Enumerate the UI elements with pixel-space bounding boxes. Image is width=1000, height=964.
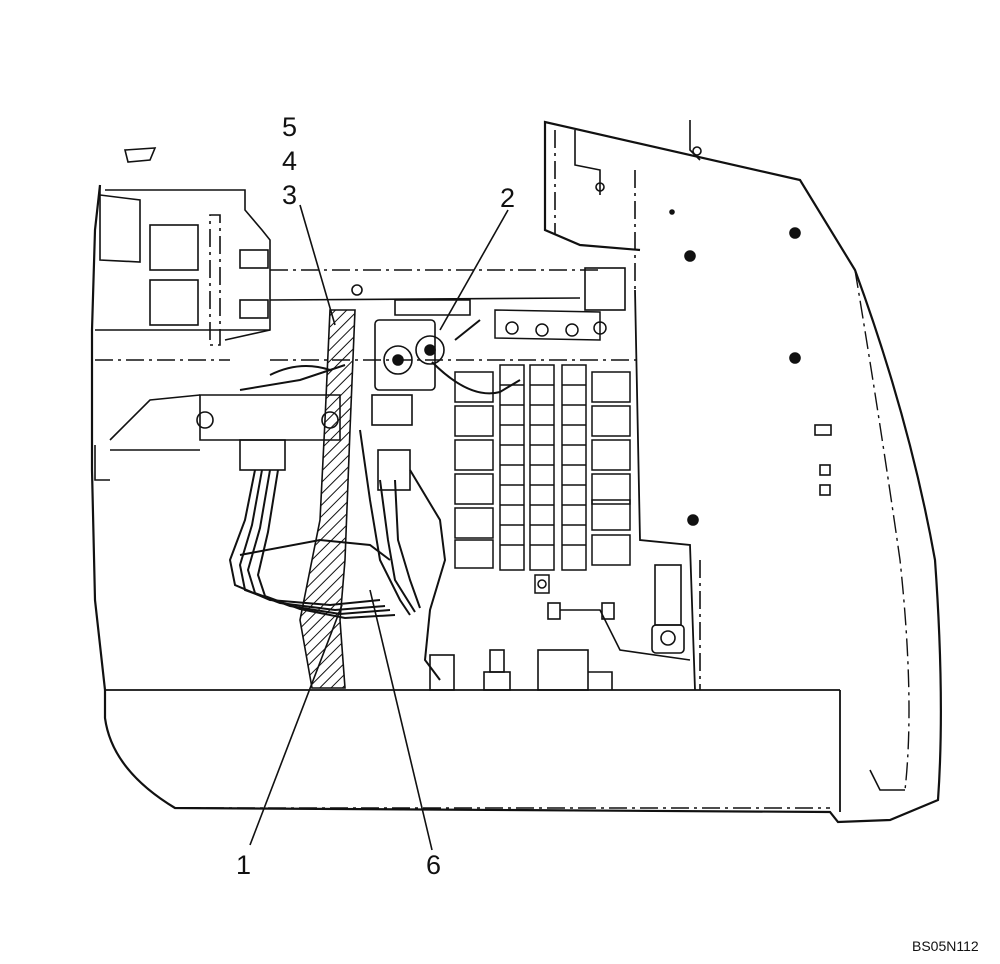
- connector-block: [94, 394, 341, 481]
- leader-line-2: [439, 209, 509, 331]
- leader-line-3: [299, 204, 336, 326]
- fuse-relay-block: [454, 309, 631, 594]
- upper-rail: [269, 267, 640, 361]
- leader-line-1: [249, 604, 343, 846]
- left-relay-bracket: [95, 147, 271, 361]
- leader-lines: [249, 204, 509, 851]
- lower-components: [429, 602, 691, 691]
- wire-bundles: [228, 319, 521, 681]
- hatched-wire-loom: [299, 309, 356, 689]
- callout-1: 1: [236, 850, 252, 880]
- right-side-panel: [554, 120, 832, 691]
- fuse-strip-1: [499, 364, 525, 571]
- callout-4: 4: [282, 146, 298, 176]
- fuse-strip-2: [529, 364, 555, 571]
- figure-reference: BS05N112: [912, 938, 979, 954]
- fuse-strip-3: [561, 364, 587, 571]
- callout-2: 2: [500, 183, 516, 213]
- switch-assembly: [371, 319, 445, 491]
- callout-3: 3: [282, 180, 298, 210]
- callout-5: 5: [282, 112, 298, 142]
- leader-line-6: [369, 589, 433, 851]
- callout-6: 6: [426, 850, 442, 880]
- cab-frame-outline: [90, 120, 942, 824]
